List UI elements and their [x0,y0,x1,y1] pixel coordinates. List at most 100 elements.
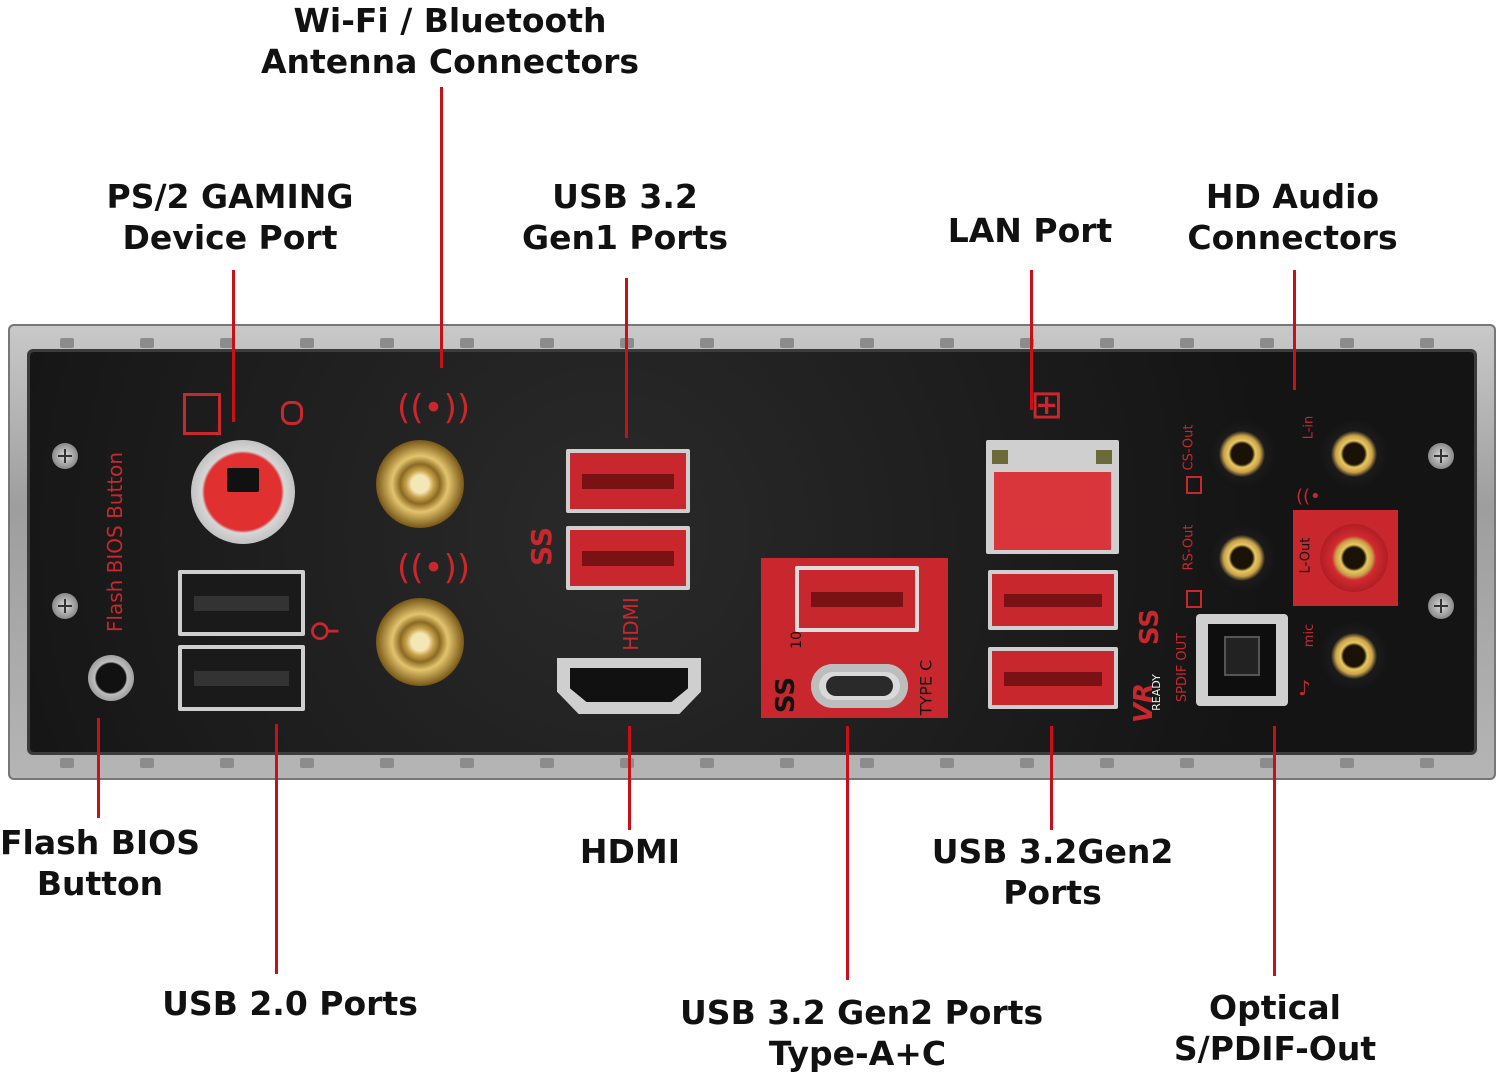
speaker-icon [1186,476,1202,494]
screw [52,593,78,619]
usb-gen1-port[interactable] [566,526,690,590]
leader-usb20 [275,724,278,974]
type-c-text: TYPE C [916,659,936,716]
label-usb-gen1: USB 3.2 Gen1 Ports [490,176,760,258]
label-audio-line1: HD Audio [1205,177,1380,216]
label-flash-bios: Flash BIOS Button [0,822,200,904]
bracket-notch [1260,758,1274,768]
flash-bios-button[interactable] [88,655,134,701]
ss-logo: SS [525,526,559,567]
bracket-notch [220,758,234,768]
label-usb-gen2-ac: USB 3.2 Gen2 Ports Type-A+C [680,992,1044,1074]
label-optical-line2: S/PDIF-Out [1173,1029,1377,1068]
ps2-port-key [227,468,259,492]
bracket-notch [140,758,154,768]
ss10-number: 10 [788,631,805,649]
bracket-notch [620,758,634,768]
bracket-notch [540,338,554,348]
label-audio-line2: Connectors [1187,218,1398,257]
bracket-notch [1020,758,1034,768]
mic-text: mic [1302,623,1318,648]
label-usb-gen1-line1: USB 3.2 [552,177,698,216]
label-flash-bios-line1: Flash BIOS [0,823,200,862]
bracket-notch [60,758,74,768]
leader-lan [1030,270,1033,410]
bracket-notch [1020,338,1034,348]
leader-ps2 [232,270,235,422]
usb-gen1-port[interactable] [566,449,690,513]
audio-jack[interactable] [1208,420,1276,488]
bracket-notch [1340,338,1354,348]
usb-gen2-typea-port[interactable] [795,566,919,632]
bracket-notch [540,758,554,768]
lan-led [1096,450,1112,464]
leader-audio [1293,270,1296,390]
bracket-notch [460,338,474,348]
usb-gen2-port[interactable] [988,570,1118,630]
screw [1428,443,1454,469]
bracket-notch [860,338,874,348]
audio-jack[interactable] [1320,420,1388,488]
speaker-icon [1186,590,1202,608]
leader-usb-gen1 [625,278,628,438]
audio-jack[interactable] [1320,524,1388,592]
optical-spdif-shutter [1224,636,1260,676]
label-ps2-line2: Device Port [122,218,338,257]
bracket-notch [1100,338,1114,348]
label-usb-gen2-ac-line1: USB 3.2 Gen2 Ports [680,993,1044,1032]
leader-hdmi [628,726,631,830]
vr-ready-text: READY [1149,674,1163,711]
audio-jack[interactable] [1208,524,1276,592]
label-ps2: PS/2 GAMING Device Port [80,176,380,258]
label-optical-line1: Optical [1209,988,1341,1027]
bracket-notch [380,758,394,768]
leader-flash-bios [97,718,100,818]
keyboard-icon [183,393,221,435]
bracket-notch [1420,338,1434,348]
label-usb-gen2: USB 3.2Gen2 Ports [920,831,1185,913]
network-icon: ⊞ [1030,382,1064,428]
bracket-notch [460,758,474,768]
l-out-text: L-Out [1298,537,1314,574]
usb-typec-inner [826,676,893,696]
bracket-notch [940,338,954,348]
usb-gen2-port[interactable] [988,647,1118,709]
cs-out-text: CS-Out [1181,424,1197,471]
leader-wifi [440,87,443,368]
headphone-icon: ((• [1296,486,1321,507]
mouse-icon [281,401,303,425]
label-lan-line1: LAN Port [947,211,1113,250]
bracket-notch [1420,758,1434,768]
label-wifi: Wi-Fi / Bluetooth Antenna Connectors [240,0,660,82]
bracket-notch [860,758,874,768]
bracket-notch [380,338,394,348]
usb20-port[interactable] [178,645,305,711]
flash-bios-panel-text: Flash BIOS Button [103,451,127,633]
leader-usb-gen2 [1050,726,1053,830]
bracket-notch [940,758,954,768]
label-usb20-line1: USB 2.0 Ports [162,984,418,1023]
rs-out-text: RS-Out [1181,524,1197,571]
label-hdmi: HDMI [560,831,700,872]
screw [52,443,78,469]
lan-led [992,450,1008,464]
ss10-logo: SS [771,676,802,714]
hdmi-port-inner [570,668,688,702]
bracket-notch [220,338,234,348]
usb-icon: ⚲ [304,619,343,643]
label-flash-bios-line2: Button [36,864,164,903]
antenna-connector[interactable] [376,598,464,686]
leader-usb-gen2-ac [846,726,849,980]
audio-jack[interactable] [1320,622,1388,690]
l-in-text: L-in [1301,415,1317,440]
spdif-text: SPDIF OUT [1175,632,1191,703]
antenna-icon: ((•)) [397,388,471,428]
leader-optical [1273,726,1276,976]
label-usb-gen2-line1: USB 3.2Gen2 [931,832,1174,871]
screw [1428,593,1454,619]
bracket-notch [60,338,74,348]
ps2-port[interactable] [191,440,295,544]
bracket-notch [780,758,794,768]
usb20-port[interactable] [178,570,305,636]
antenna-connector[interactable] [376,440,464,528]
